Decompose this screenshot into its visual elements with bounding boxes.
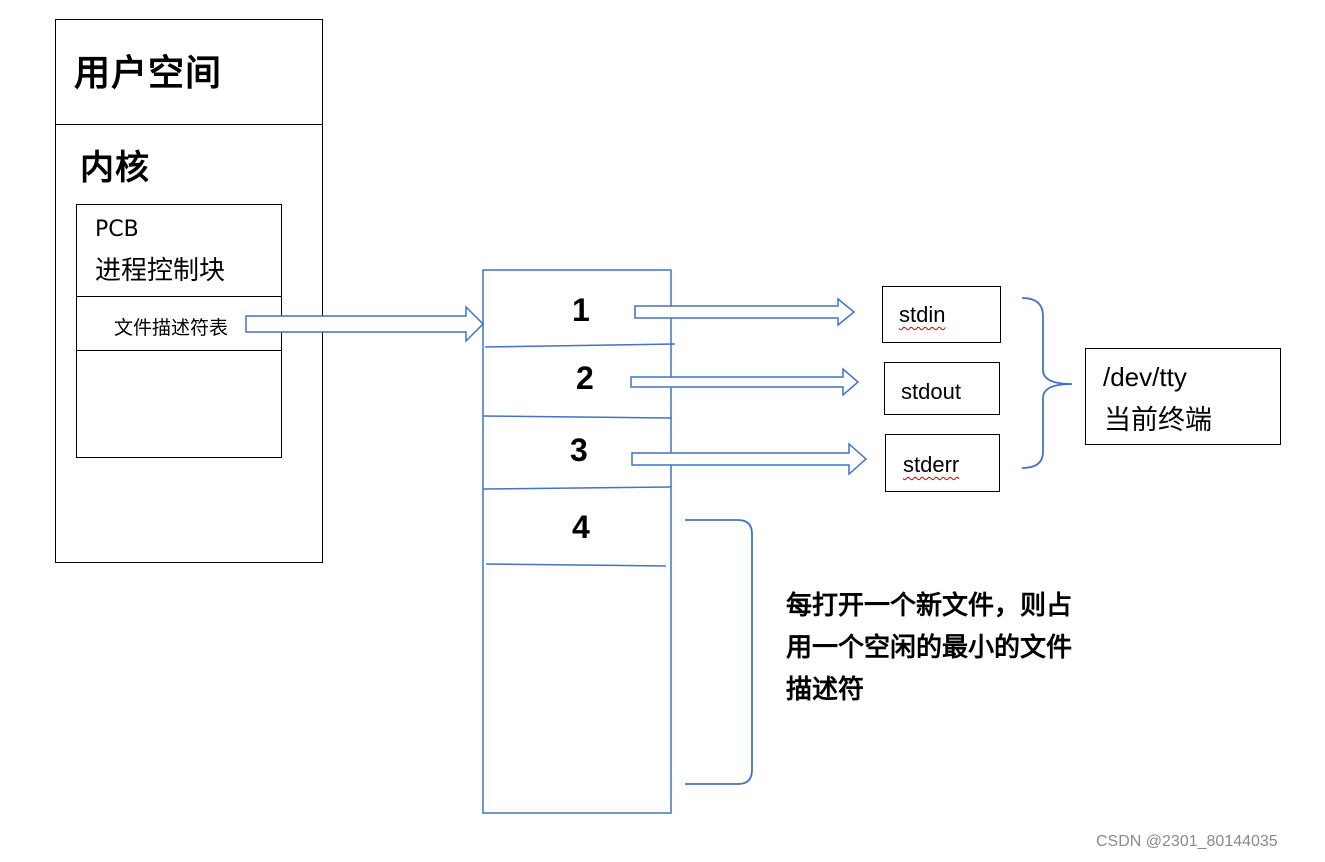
fd-number-4: 4 — [572, 509, 590, 545]
stdin-arrow — [634, 297, 856, 327]
process-box — [55, 19, 323, 563]
device-box — [1085, 348, 1281, 445]
std-streams-brace — [1021, 297, 1073, 469]
stdout-arrow — [630, 367, 860, 397]
device-path: /dev/tty — [1103, 362, 1187, 392]
fd-number-1: 1 — [572, 292, 590, 328]
fd-row-divider — [482, 486, 672, 490]
stderr-label: stderr — [903, 452, 960, 477]
kernel-label: 内核 — [80, 148, 150, 188]
stderr-box — [885, 434, 1000, 492]
stdout-box — [884, 362, 1000, 415]
stderr-arrow — [631, 442, 868, 476]
user-space-label: 用户空间 — [74, 53, 223, 94]
pcb-subtitle: 进程控制块 — [95, 256, 226, 286]
pcb-title: PCB — [95, 217, 139, 242]
fd-table-label: 文件描述符表 — [114, 317, 229, 339]
fd-number-2: 2 — [576, 360, 594, 396]
user-kernel-divider — [55, 124, 322, 125]
fd-table-arrow — [245, 305, 485, 343]
stdin-box — [882, 286, 1001, 343]
pcb-divider-bottom — [76, 350, 281, 351]
fd-number-3: 3 — [570, 432, 588, 468]
fd-row-divider — [485, 563, 667, 567]
device-description: 当前终端 — [1104, 405, 1212, 436]
fd-row-divider — [484, 343, 676, 348]
allocation-note: 每打开一个新文件，则占 用一个空闲的最小的文件 描述符 — [786, 591, 1073, 705]
fd-row-divider — [482, 415, 672, 419]
free-slots-bracket — [685, 519, 753, 785]
stdin-label: stdin — [899, 302, 946, 327]
stdout-label: stdout — [901, 379, 961, 404]
pcb-divider-top — [76, 296, 281, 297]
fd-table-box — [482, 269, 672, 814]
watermark: CSDN @2301_80144035 — [1096, 833, 1278, 850]
